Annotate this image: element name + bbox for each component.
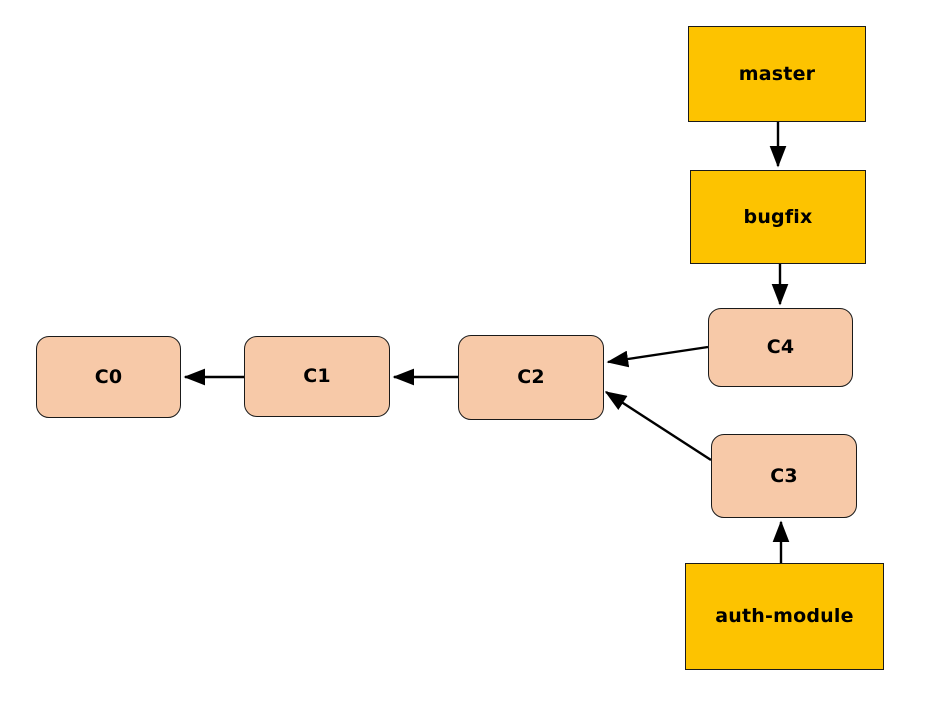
node-label-c4: C4 [766,336,795,359]
node-c3[interactable]: C3 [711,434,857,518]
node-c4[interactable]: C4 [708,308,853,387]
node-label-master: master [738,62,816,85]
node-label-bugfix: bugfix [743,205,813,228]
node-label-c3: C3 [770,464,798,487]
edge-c3-c2 [604,390,712,462]
node-label-c0: C0 [94,365,123,388]
node-bugfix[interactable]: bugfix [690,170,866,264]
edge-c4-c2 [606,345,709,368]
node-master[interactable]: master [688,26,866,122]
node-c1[interactable]: C1 [244,336,390,417]
node-c0[interactable]: C0 [36,336,181,418]
node-label-c2: C2 [517,366,545,389]
node-c2[interactable]: C2 [458,335,604,420]
node-label-c1: C1 [303,365,331,388]
node-auth-module[interactable]: auth-module [685,563,884,670]
node-label-auth-module: auth-module [715,605,854,628]
